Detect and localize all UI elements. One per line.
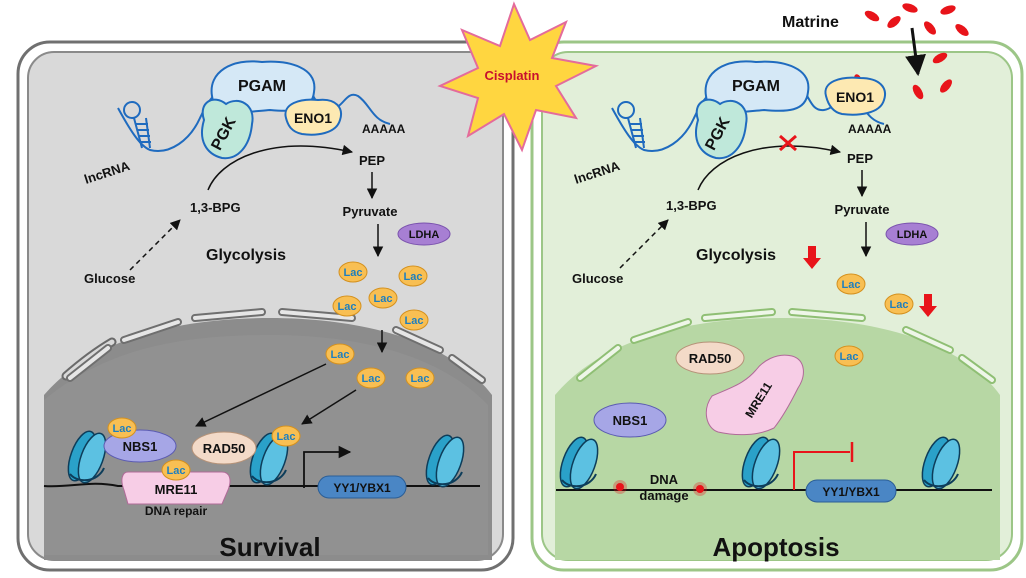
- mre11-label: MRE11: [155, 482, 198, 497]
- dna-repair-left: MRE11 DNA repair NBS1 RAD50 Lac Lac Lac …: [43, 417, 480, 518]
- lac-cluster-right: Lac Lac Lac: [834, 273, 937, 367]
- lac-badge: Lac: [842, 279, 861, 291]
- lac-badge: Lac: [167, 465, 186, 477]
- left-cell: [16, 40, 515, 572]
- glucose-label-right: Glucose: [572, 271, 623, 286]
- pyruvate-label-right: Pyruvate: [835, 202, 890, 217]
- nbs1-label-right: NBS1: [613, 413, 648, 428]
- ldha-label-right: LDHA: [897, 229, 928, 241]
- lac-cluster-left: Lac Lac Lac Lac Lac Lac Lac Lac: [195, 261, 435, 427]
- matrine-label: Matrine: [782, 14, 839, 31]
- yy1-label-right: YY1/YBX1: [822, 485, 880, 499]
- pgam-label-right: PGAM: [732, 78, 780, 95]
- rad50-label: RAD50: [203, 441, 246, 456]
- lac-badge: Lac: [404, 271, 423, 283]
- pep-label-right: PEP: [847, 151, 873, 166]
- lac-badge: Lac: [113, 423, 132, 435]
- survival-title: Survival: [219, 532, 320, 562]
- lac-badge: Lac: [344, 267, 363, 279]
- lac-badge: Lac: [405, 315, 424, 327]
- glycolysis-label-right: Glycolysis: [696, 247, 776, 264]
- dna-damage-right: RAD50 NBS1 MRE11 DNA damage YY1/YBX1: [553, 341, 992, 503]
- yy1-label: YY1/YBX1: [333, 481, 391, 495]
- nbs1-label: NBS1: [123, 439, 158, 454]
- bpg-label-right: 1,3-BPG: [666, 198, 717, 213]
- glycolysis-pathway-right: PEP Pyruvate LDHA 1,3-BPG Glucose Glycol…: [572, 134, 939, 286]
- dna-damage-line2: damage: [639, 488, 688, 503]
- cisplatin-star: Cisplatin: [437, 1, 600, 153]
- pyruvate-label: Pyruvate: [343, 204, 398, 219]
- dna-damage-line1: DNA: [650, 472, 679, 487]
- rad50-label-right: RAD50: [689, 351, 732, 366]
- bpg-label: 1,3-BPG: [190, 200, 241, 215]
- lncrna-complex-left: lncRNA PGAM PGK ENO1 AAAAA: [82, 60, 406, 187]
- right-cell: [530, 40, 1024, 572]
- lac-badge: Lac: [338, 301, 357, 313]
- dna-repair-label: DNA repair: [145, 504, 208, 518]
- eno1-label-right: ENO1: [836, 89, 874, 105]
- polya-label: AAAAA: [362, 122, 406, 136]
- lac-badge: Lac: [890, 299, 909, 311]
- hairpin-left: [123, 101, 151, 149]
- glycolysis-pathway-left: PEP Pyruvate LDHA 1,3-BPG Glucose Glycol…: [84, 144, 451, 286]
- ldha-label: LDHA: [409, 229, 440, 241]
- inhibition-x-icon: [779, 134, 797, 152]
- eno1-label: ENO1: [294, 110, 332, 126]
- glucose-label: Glucose: [84, 271, 135, 286]
- lac-badge: Lac: [840, 351, 859, 363]
- lac-badge: Lac: [374, 293, 393, 305]
- apoptosis-title: Apoptosis: [712, 532, 839, 562]
- lac-badge: Lac: [411, 373, 430, 385]
- polya-label-right: AAAAA: [848, 122, 892, 136]
- lac-badge: Lac: [331, 349, 350, 361]
- pgam-label: PGAM: [238, 78, 286, 95]
- lac-badge: Lac: [362, 373, 381, 385]
- pep-label: PEP: [359, 153, 385, 168]
- glycolysis-label: Glycolysis: [206, 247, 286, 264]
- cisplatin-label: Cisplatin: [485, 68, 540, 83]
- lac-badge: Lac: [277, 431, 296, 443]
